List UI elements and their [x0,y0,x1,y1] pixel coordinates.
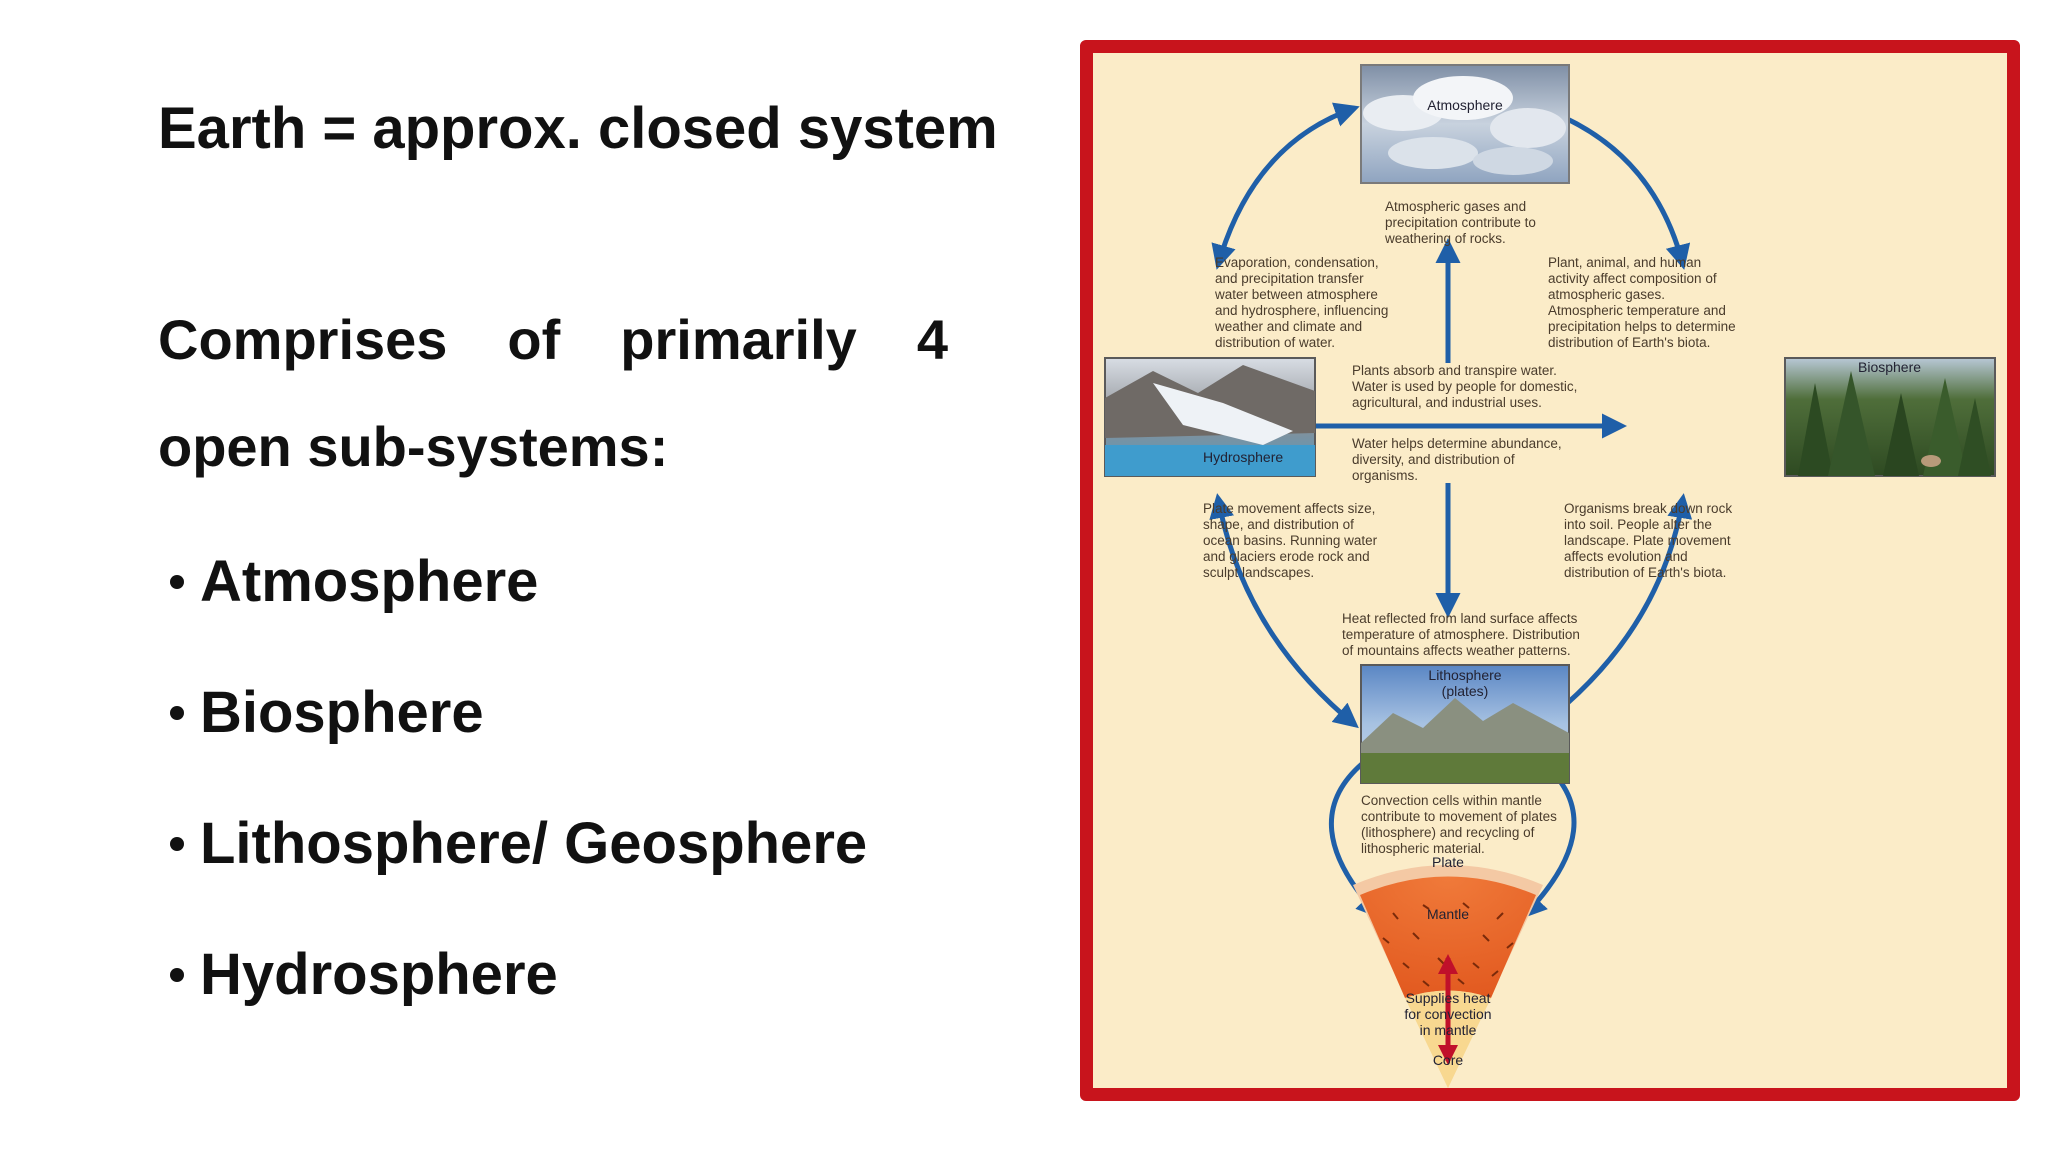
caption-water-helps: Water helps determine abundance, diversi… [1352,436,1562,484]
caption-line: Organisms break down rock [1564,501,1733,516]
caption-line: diversity, and distribution of [1352,452,1515,467]
caption-line: Atmospheric gases and [1385,199,1527,214]
caption-line: Heat reflected from land surface affects [1342,611,1578,626]
heat-label-line1: Supplies heat [1405,990,1491,1006]
list-item-label: Hydrosphere [200,942,558,1007]
caption-line: Water helps determine abundance, [1352,436,1562,451]
caption-line: sculpt landscapes. [1203,565,1315,580]
caption-line: lithospheric material. [1361,841,1485,856]
caption-line: Evaporation, condensation, [1215,255,1379,270]
hydrosphere-image [1104,357,1316,477]
caption-convection: Convection cells within mantle contribut… [1361,793,1557,857]
caption-line: agricultural, and industrial uses. [1352,395,1542,410]
list-item-label: Biosphere [200,680,484,745]
list-item-label: Lithosphere/ Geosphere [200,811,868,876]
intro-line-2: open sub-systems: [158,415,669,478]
intro-word: Comprises [158,308,448,371]
caption-line: of mountains affects weather patterns. [1342,643,1571,658]
caption-line: affects evolution and [1564,549,1688,564]
hydrosphere-label: Hydrosphere [1203,449,1284,465]
caption-line: organisms. [1352,468,1419,483]
plate-label: Plate [1432,854,1464,870]
caption-line: precipitation contribute to [1385,215,1536,230]
caption-line: distribution of Earth's biota. [1564,565,1727,580]
caption-plants-absorb: Plants absorb and transpire water. Water… [1352,363,1577,411]
caption-line: distribution of water. [1215,335,1336,350]
arrow-hydro-atm [1211,102,1360,270]
caption-line: precipitation helps to determine [1548,319,1736,334]
caption-line: water between atmosphere [1215,287,1378,302]
diagram-graphics [1104,64,1996,1088]
caption-line: Convection cells within mantle [1361,793,1542,808]
caption-plate-movement: Plate movement affects size, shape, and … [1203,501,1377,581]
caption-line: into soil. People alter the [1564,517,1712,532]
biosphere-image [1784,357,1996,477]
caption-line: activity affect composition of [1548,271,1717,286]
caption-line: weather and climate and [1215,319,1363,334]
mantle-label: Mantle [1426,906,1470,922]
list-item: Lithosphere/ Geosphere [158,810,867,941]
caption-heat-reflected: Heat reflected from land surface affects… [1342,611,1580,659]
caption-line: weathering of rocks. [1385,231,1506,246]
list-item-label: Atmosphere [200,549,539,614]
caption-evaporation: Evaporation, condensation, and precipita… [1215,255,1388,351]
lithosphere-label-line1: Lithosphere [1428,667,1502,683]
list-item: Biosphere [158,679,867,810]
lithosphere-label: Lithosphere (plates) [1403,667,1527,699]
subsystem-list: Atmosphere Biosphere Lithosphere/ Geosph… [158,548,867,1072]
caption-organisms: Organisms break down rock into soil. Peo… [1564,501,1732,581]
caption-line: distribution of Earth's biota. [1548,335,1711,350]
heat-label-line3: in mantle [1419,1022,1477,1038]
caption-line: Atmospheric temperature and [1548,303,1726,318]
caption-atm-weathering: Atmospheric gases and precipitation cont… [1385,199,1536,247]
bullet-icon [170,706,184,720]
intro-line-1: Comprises of primarily 4 [158,300,948,407]
caption-line: and precipitation transfer [1215,271,1364,286]
caption-line: atmospheric gases. [1548,287,1666,302]
lithosphere-image [1360,664,1570,784]
caption-line: contribute to movement of plates [1361,809,1557,824]
slide-title: Earth = approx. closed system [158,96,998,161]
caption-line: Plants absorb and transpire water. [1352,363,1557,378]
core-label: Core [1432,1052,1464,1068]
caption-line: Water is used by people for domestic, [1352,379,1578,394]
earth-systems-diagram: Atmosphere Hydrosphere Biosphere Lithosp… [1080,40,2020,1101]
caption-line: temperature of atmosphere. Distribution [1342,627,1580,642]
intro-word: of [507,308,561,371]
bullet-icon [170,968,184,982]
earth-cross-section [1353,865,1543,1088]
biosphere-label: Biosphere [1858,359,1922,375]
caption-line: ocean basins. Running water [1203,533,1378,548]
caption-line: and glaciers erode rock and [1203,549,1370,564]
bullet-icon [170,575,184,589]
caption-line: Plant, animal, and human [1548,255,1702,270]
caption-plant-activity: Plant, animal, and human activity affect… [1548,255,1736,351]
caption-line: Plate movement affects size, [1203,501,1376,516]
intro-word: 4 [916,308,948,371]
caption-line: shape, and distribution of [1203,517,1354,532]
caption-line: (lithosphere) and recycling of [1361,825,1535,840]
intro-word: primarily [620,308,857,371]
caption-line: and hydrosphere, influencing [1215,303,1389,318]
intro-text: Comprises of primarily 4 open sub-system… [158,300,958,514]
heat-label: Supplies heat for convection in mantle [1383,990,1513,1038]
list-item: Hydrosphere [158,941,867,1072]
heat-label-line2: for convection [1404,1006,1492,1022]
bullet-icon [170,837,184,851]
atmosphere-image [1360,64,1570,184]
atmosphere-label: Atmosphere [1427,97,1503,113]
lithosphere-label-line2: (plates) [1441,683,1489,699]
caption-line: landscape. Plate movement [1564,533,1731,548]
arrow-hydro-lith [1209,493,1359,729]
list-item: Atmosphere [158,548,867,679]
